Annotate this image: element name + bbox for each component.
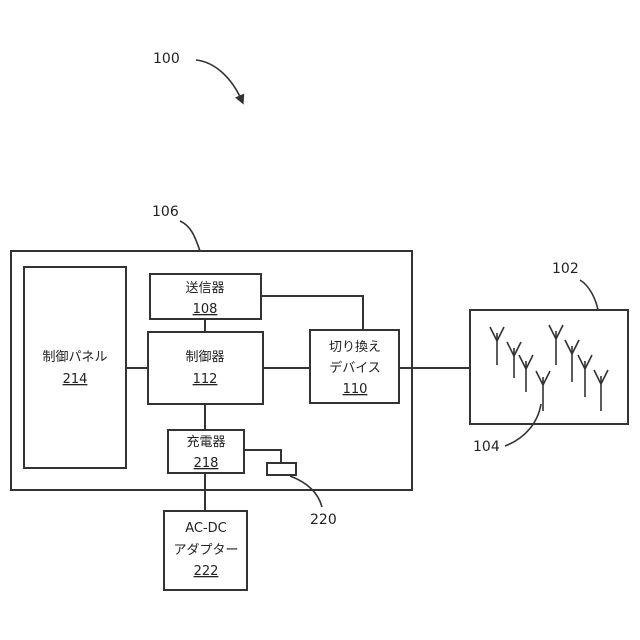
switch-device-number: 110 (343, 382, 368, 397)
control-panel-block (24, 267, 126, 468)
ref-leader-106 (180, 221, 200, 251)
adapter-label-line1: AC-DC (185, 521, 227, 536)
control-panel-label: 制御パネル (42, 350, 107, 365)
control-panel-number: 214 (63, 372, 88, 387)
switch-device-label-line2: デバイス (329, 360, 381, 376)
ref-arrow-100 (196, 60, 242, 101)
switch-device-label-line1: 切り換え (329, 340, 381, 355)
ref-label-104: 104 (473, 439, 500, 455)
antenna-unit-block (470, 310, 628, 424)
charger-label: 充電器 (186, 434, 225, 450)
controller-number: 112 (193, 372, 218, 387)
adapter-number: 222 (194, 564, 219, 579)
port-220 (267, 463, 296, 475)
controller-block (148, 332, 263, 404)
ref-label-106: 106 (152, 204, 179, 220)
ref-label-220: 220 (310, 512, 337, 528)
transmitter-number: 108 (193, 302, 218, 317)
adapter-label-line2: アダプター (173, 543, 238, 558)
charger-number: 218 (194, 456, 219, 471)
ref-label-102: 102 (552, 261, 579, 277)
ref-leader-102 (580, 280, 598, 310)
transmitter-label: 送信器 (185, 281, 224, 296)
controller-label: 制御器 (185, 350, 224, 365)
ref-label-100: 100 (153, 51, 180, 67)
